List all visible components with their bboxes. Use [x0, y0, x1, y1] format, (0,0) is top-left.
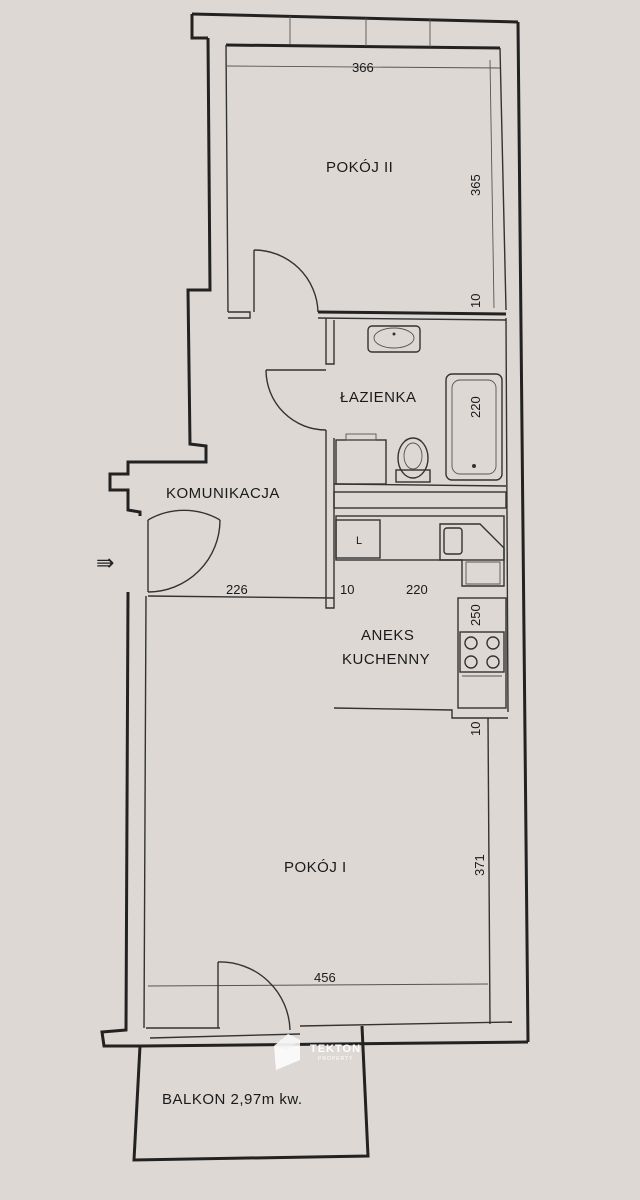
- logo-sub: PROPERTY: [318, 1056, 353, 1062]
- outer-walls: [100, 12, 530, 1048]
- dimension-pokoj1-depth: 371: [472, 854, 487, 876]
- kitchen-fixtures: L: [335, 515, 507, 709]
- washing-machine-icon: [335, 433, 387, 485]
- bathtub-icon: [445, 373, 503, 481]
- fridge-icon: [335, 519, 381, 559]
- room-label-pokoj-2: POKÓJ II: [326, 159, 393, 176]
- bathroom-fixtures: [335, 325, 503, 485]
- sink-icon: [439, 523, 505, 587]
- room-label-pokoj-1: POKÓJ I: [284, 859, 347, 876]
- room-label-komunikacja: KOMUNIKACJA: [166, 485, 280, 502]
- dimension-wall-mid: 10: [468, 722, 483, 736]
- washbasin-icon: [367, 325, 421, 353]
- dimension-pokoj2-width: 366: [352, 60, 374, 75]
- logo-name: TEKTON: [310, 1043, 361, 1055]
- fridge-label: L: [356, 535, 362, 547]
- room-label-aneks: ANEKS: [361, 627, 414, 644]
- dimension-kitchen-width: 220: [406, 582, 428, 597]
- balcony: [132, 1025, 370, 1162]
- dimension-wall-top: 10: [468, 294, 483, 308]
- entrance-arrow-icon: ⇛: [96, 550, 114, 575]
- room-label-balkon: BALKON 2,97m kw.: [162, 1091, 303, 1108]
- dimension-pokoj2-depth: 365: [468, 174, 483, 196]
- tekton-logo: TEKTON PROPERTY: [274, 1034, 361, 1070]
- room-label-lazienka: ŁAZIENKA: [340, 389, 417, 406]
- doors: [147, 249, 327, 1031]
- dimension-kitchen-depth: 250: [468, 604, 483, 626]
- dimension-pokoj1-width: 456: [314, 970, 336, 985]
- room-label-kuchenny: KUCHENNY: [342, 651, 430, 668]
- dimension-bath-length: 220: [468, 396, 483, 418]
- dimension-corridor-width: 226: [226, 582, 248, 597]
- dimension-partition: 10: [340, 582, 354, 597]
- cooktop-icon: [459, 631, 505, 677]
- interior-walls: [147, 59, 509, 1025]
- toilet-icon: [395, 437, 431, 483]
